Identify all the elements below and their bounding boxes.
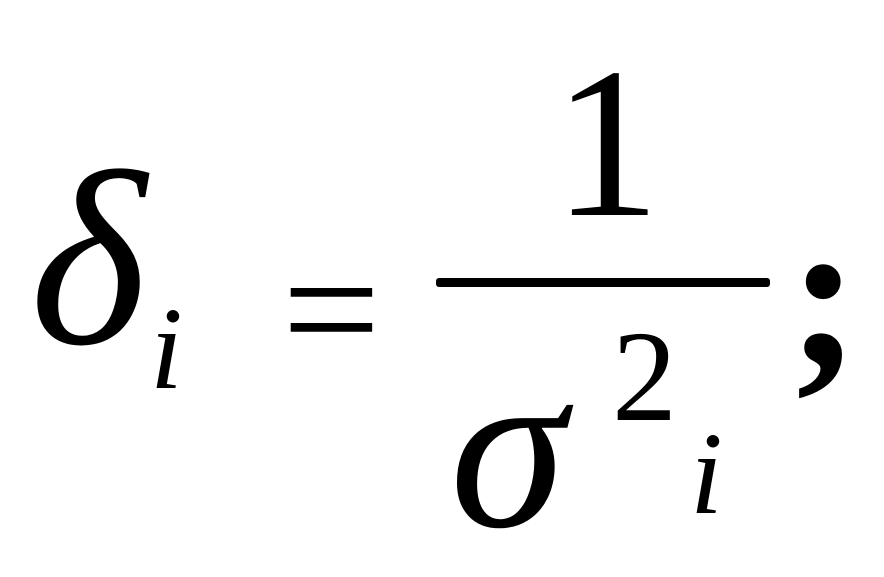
semicolon: ; <box>788 173 860 412</box>
sigma-symbol: σ <box>450 317 566 577</box>
sigma-subscript: i <box>690 408 723 539</box>
delta-subscript: i <box>150 283 183 414</box>
sigma-superscript: 2 <box>612 305 677 449</box>
equals-sign: = <box>282 212 381 406</box>
delta-symbol: δ <box>30 121 147 398</box>
fraction-numerator: 1 <box>553 23 661 262</box>
fraction-bar <box>436 278 770 287</box>
